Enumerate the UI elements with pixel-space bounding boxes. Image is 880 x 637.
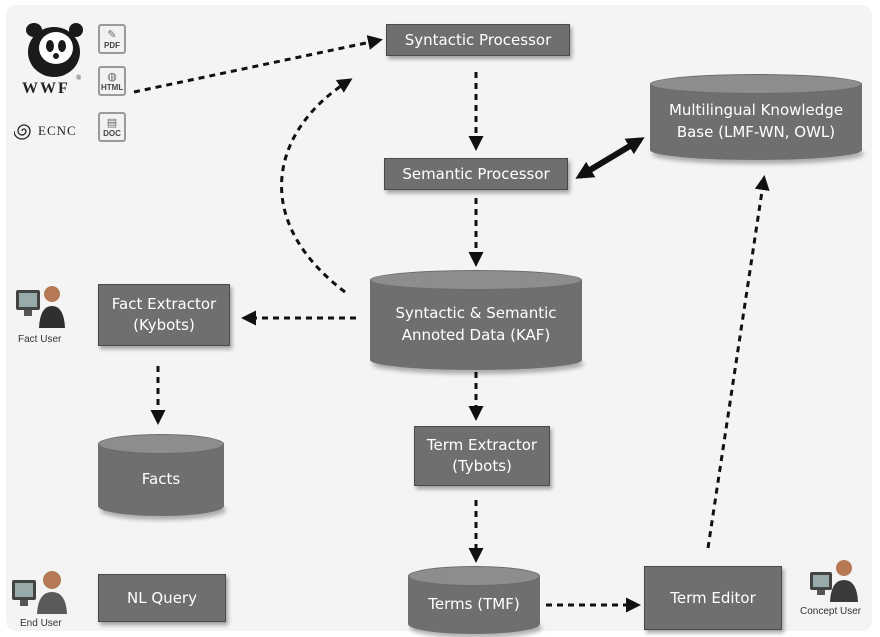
acrobat-glyph-icon: ✎ — [107, 27, 117, 41]
fact-extractor-title: Fact Extractor — [111, 295, 217, 313]
knowledge-base-line-1: Multilingual Knowledge — [668, 101, 844, 119]
semantic-processor-label: Semantic Processor — [402, 164, 550, 183]
concept-user-caption: Concept User — [800, 606, 862, 617]
fact-user-caption: Fact User — [18, 334, 62, 345]
annotated-data-label: Syntactic & Semantic Annoted Data (KAF) — [370, 290, 582, 358]
ecnc-logo: ECNC — [14, 120, 94, 142]
pdf-format-label: PDF — [104, 41, 120, 50]
knowledge-base-cylinder: Multilingual Knowledge Base (LMF-WN, OWL… — [650, 74, 862, 160]
wwf-logo: WWF ® — [20, 18, 88, 98]
term-editor-label: Term Editor — [670, 588, 756, 607]
arrow-annotated-loop-to-syntactic — [280, 78, 353, 294]
syntactic-processor-box: Syntactic Processor — [386, 24, 570, 56]
facts-label: Facts — [141, 470, 181, 488]
doc-format-label: DOC — [103, 129, 121, 138]
doc-icon: ▤ DOC — [98, 112, 126, 142]
fact-extractor-subtitle: (Kybots) — [133, 316, 195, 334]
annotated-data-cylinder: Syntactic & Semantic Annoted Data (KAF) — [370, 270, 582, 370]
globe-glyph-icon: ◍ — [107, 69, 117, 83]
semantic-processor-box: Semantic Processor — [384, 158, 568, 190]
term-editor-box: Term Editor — [644, 566, 782, 630]
terms-label: Terms (TMF) — [428, 595, 520, 613]
facts-label-wrap: Facts — [98, 454, 224, 504]
term-extractor-title: Term Extractor — [426, 436, 538, 454]
knowledge-base-line-2: Base (LMF-WN, OWL) — [676, 123, 836, 141]
wwf-wordmark: WWF — [22, 80, 70, 97]
term-extractor-box: Term Extractor (Tybots) — [414, 426, 550, 486]
arrow-semantic-knowledge-bidirectional — [575, 137, 645, 179]
html-format-label: HTML — [101, 83, 124, 92]
annotated-data-line-2: Annoted Data (KAF) — [401, 326, 551, 344]
terms-label-wrap: Terms (TMF) — [408, 586, 540, 622]
fact-user-icon — [16, 286, 65, 328]
html-icon: ◍ HTML — [98, 66, 126, 96]
pdf-icon: ✎ PDF — [98, 24, 126, 54]
nl-query-box: NL Query — [98, 574, 226, 622]
panda-icon — [26, 23, 83, 77]
knowledge-base-label: Multilingual Knowledge Base (LMF-WN, OWL… — [650, 94, 862, 148]
concept-user-icon — [810, 560, 858, 602]
nl-query-label: NL Query — [127, 588, 197, 607]
ecnc-wordmark: ECNC — [38, 123, 77, 138]
ecnc-spiral-icon — [14, 124, 31, 140]
page-glyph-icon: ▤ — [106, 115, 118, 129]
syntactic-processor-label: Syntactic Processor — [404, 30, 552, 49]
annotated-data-line-1: Syntactic & Semantic — [395, 304, 557, 322]
registered-mark: ® — [76, 74, 82, 82]
arrow-term-editor-to-knowledge-base — [706, 175, 770, 549]
term-extractor-subtitle: (Tybots) — [452, 457, 512, 475]
arrow-html-to-syntactic — [133, 35, 383, 94]
fact-extractor-box: Fact Extractor (Kybots) — [98, 284, 230, 346]
terms-cylinder: Terms (TMF) — [408, 566, 540, 634]
end-user-icon — [12, 571, 67, 614]
facts-cylinder: Facts — [98, 434, 224, 516]
end-user-caption: End User — [20, 618, 62, 629]
